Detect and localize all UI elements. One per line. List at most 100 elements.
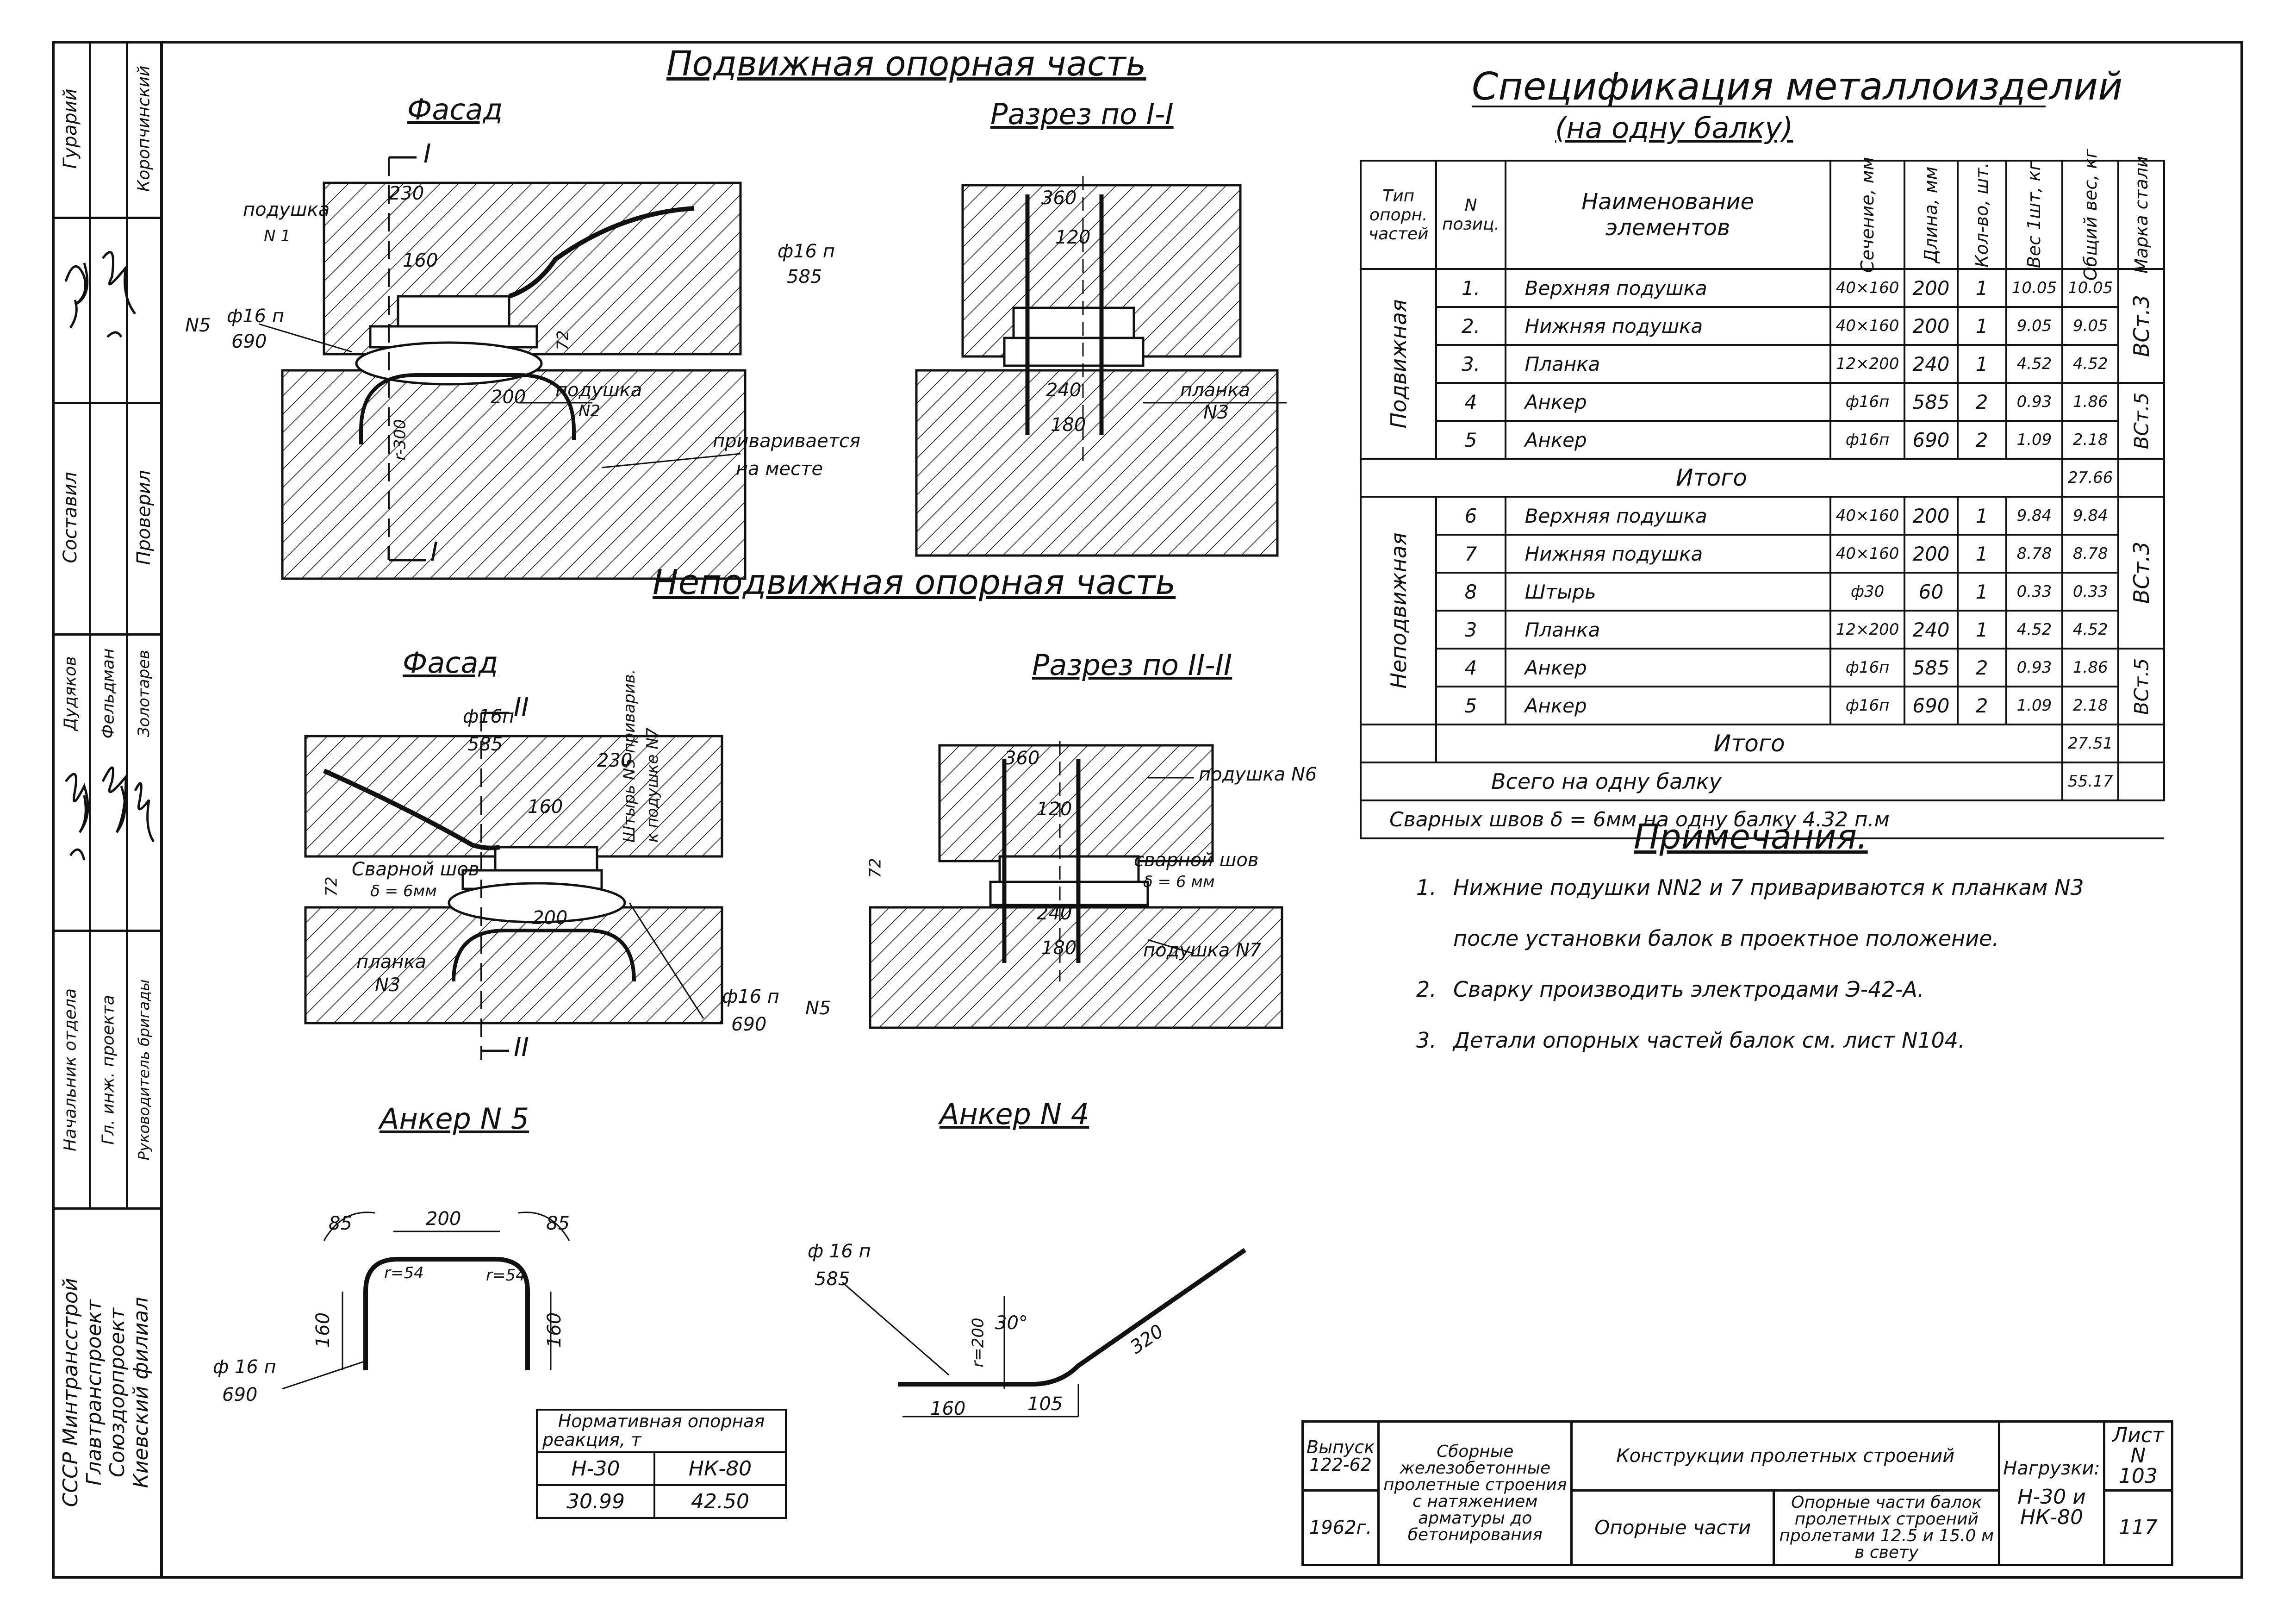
stamp-part: Опорные части (1570, 1489, 1775, 1566)
title-facade-1: Фасад (407, 93, 503, 126)
label-s2-72: 72 (866, 858, 885, 878)
label-pad2-n: N2 (579, 402, 601, 420)
side-panel: Гурарий Коропчинский Составил Проверил Д… (52, 41, 163, 1579)
title-anchor4: Анкер N 4 (940, 1097, 1089, 1131)
spec-steel-1b: ВСт.5 (2117, 382, 2165, 460)
spec-h-steel: Марка стали (2117, 156, 2165, 274)
spec-h-length: Длина, мм (1904, 160, 1959, 270)
spec-h-pos: N позиц. (1435, 160, 1506, 270)
fixed-section-drawing (869, 741, 1283, 1029)
label-f-weld: Сварной шов (352, 859, 479, 880)
spec-subtitle: (на одну балку) (1555, 111, 1793, 145)
spec-welds-row: Сварных швов δ = 6мм на одну балку 4.32 … (1360, 800, 2164, 839)
signatures (64, 251, 155, 861)
label-m72: 72 (554, 330, 572, 350)
label-pad1-n: N 1 (264, 227, 291, 245)
label-welded: приваривается (713, 431, 861, 452)
label-m-n5: N5 (185, 315, 211, 336)
label-f-d16: ф16п (463, 706, 515, 727)
label-s180: 180 (1051, 414, 1086, 436)
anchor4-drawing (842, 1248, 1246, 1418)
spec-h-qty: Кол-во, шт. (1956, 160, 2007, 270)
label-f160: 160 (528, 796, 563, 818)
label-a5-r54-right: r=54 (486, 1266, 526, 1285)
label-f690: 690 (731, 1014, 767, 1035)
label-II-bottom: II (514, 1032, 529, 1062)
title-movable: Подвижная опорная часть (666, 44, 1146, 84)
label-r300: r-300 (391, 419, 410, 461)
label-pad2: подушка (555, 380, 642, 401)
spec-table: Тип опорн. частей N позиц. Наименование … (1359, 149, 2165, 839)
label-f-plate-n: N3 (375, 974, 401, 996)
movable-section-drawing (915, 176, 1287, 557)
label-a5-r54-left: r=54 (384, 1264, 424, 1282)
title-section-1: Разрез по I-I (990, 97, 1174, 131)
label-s-plate-n: N3 (1203, 402, 1229, 423)
label-s2-pad6: подушка N6 (1199, 764, 1317, 785)
label-s-plate: планка (1180, 380, 1251, 401)
spec-h-section: Сечение, мм (1829, 157, 1906, 273)
label-f72: 72 (322, 876, 341, 897)
label-s2-pad7: подушка N7 (1143, 940, 1262, 961)
label-a4-30deg: 30° (995, 1312, 1028, 1334)
label-II-top: II (514, 692, 529, 722)
label-f585: 585 (467, 734, 503, 755)
spec-group-movable: Подвижная (1359, 268, 1437, 460)
label-f200: 200 (532, 907, 568, 929)
spec-steel-2a: ВСт.3 (2117, 496, 2165, 650)
note-3: Детали опорных частей балок см. лист N10… (1453, 1028, 1965, 1053)
title-section-2: Разрез по II-II (1032, 648, 1232, 682)
label-m160: 160 (403, 250, 438, 271)
note-2: Сварку производить электродами Э-42-А. (1453, 977, 1924, 1002)
spec-group-fixed: Неподвижная (1359, 496, 1437, 725)
anchor5-drawing (282, 1212, 570, 1390)
label-a4-d16: ф 16 п (808, 1241, 871, 1262)
label-s2-360: 360 (1004, 748, 1040, 769)
label-f-pin-2: к подушке N7 (643, 727, 662, 843)
label-m230: 230 (389, 183, 424, 204)
label-a5-160-left: 160 (312, 1312, 334, 1348)
label-f230: 230 (597, 750, 633, 771)
label-a5-200: 200 (426, 1208, 461, 1230)
spec-h-type: Тип опорн. частей (1359, 160, 1437, 270)
stamp-title: Сборные железобетонные пролетные строени… (1377, 1420, 1573, 1566)
label-s2-weld: сварной шов (1134, 849, 1259, 871)
stamp-section: Конструкции пролетных строений (1570, 1420, 2001, 1492)
label-s2-weld-d: δ = 6 мм (1143, 873, 1215, 891)
spec-header-row: Тип опорн. частей N позиц. Наименование … (1359, 149, 2165, 281)
label-m690: 690 (231, 331, 267, 352)
stamp-loads: Нагрузки:Н-30 и НК-80 (1998, 1420, 2105, 1566)
label-s2-120: 120 (1037, 799, 1072, 820)
note-3-num: 3. (1416, 1028, 1437, 1053)
label-pad1: подушка (243, 199, 330, 220)
label-s360: 360 (1041, 187, 1077, 209)
title-anchor5: Анкер N 5 (380, 1102, 529, 1136)
note-1-line-1: Нижние подушки NN2 и 7 привариваются к п… (1453, 875, 2084, 900)
label-f-d16b: ф16 п (722, 986, 779, 1007)
label-f-pin-1: Штырь N5 приварив. (620, 669, 639, 843)
fixed-facade-drawing (304, 712, 723, 1060)
title-fixed: Неподвижная опорная часть (653, 562, 1176, 602)
stamp-desc: Опорные части балок пролетных строений п… (1773, 1489, 2001, 1566)
spec-h-total-weight: Общий вес, кг (2061, 149, 2120, 281)
spec-steel-1a: ВСт.3 (2117, 268, 2165, 384)
movable-facade-drawing (259, 156, 747, 580)
spec-h-name: Наименование элементов (1504, 160, 1831, 270)
label-I-bottom: I (430, 537, 438, 567)
